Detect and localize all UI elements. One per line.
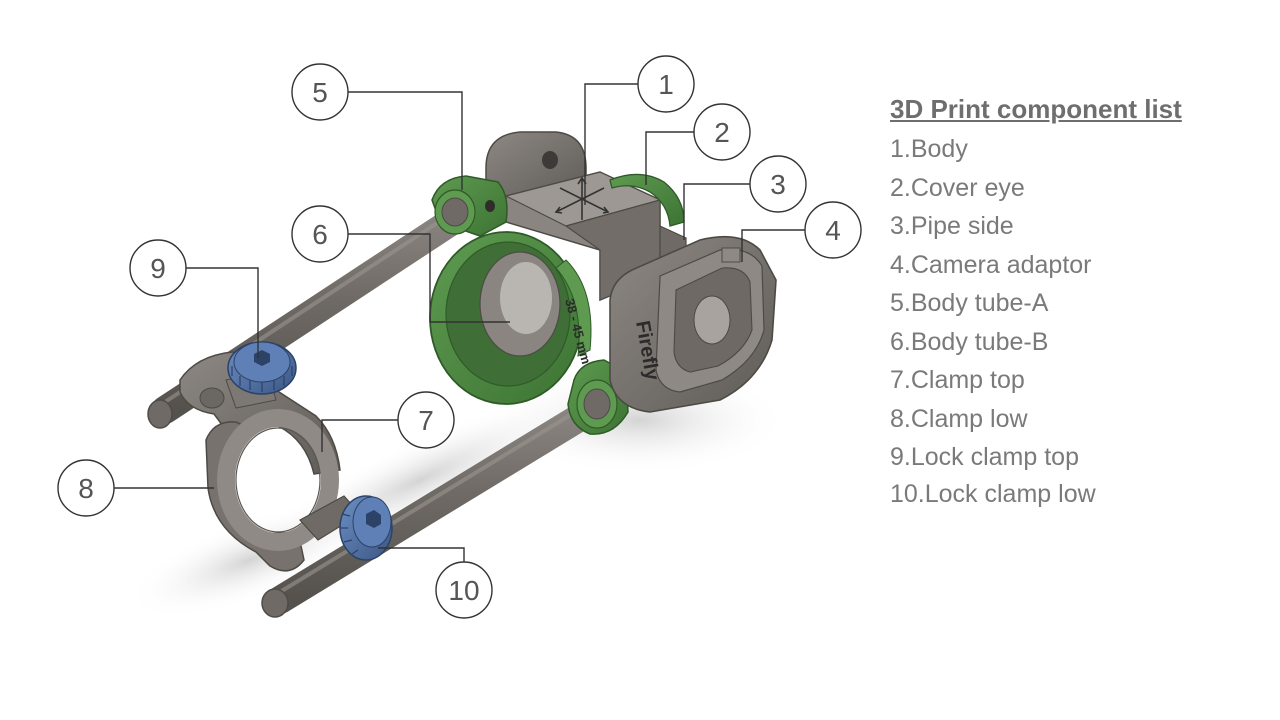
callout-3: 3 <box>749 155 807 213</box>
callout-2: 2 <box>693 103 751 161</box>
svg-text:2: 2 <box>714 117 730 148</box>
callout-7: 7 <box>397 391 455 449</box>
callout-bubbles: 1 2 3 4 5 6 7 8 <box>57 55 862 619</box>
callout-5: 5 <box>291 63 349 121</box>
callout-9: 9 <box>129 239 187 297</box>
svg-text:1: 1 <box>658 69 674 100</box>
leader-line-9 <box>186 267 259 358</box>
callout-8: 8 <box>57 459 115 517</box>
leader-line-7 <box>321 419 398 452</box>
list-item: 8.Clamp low <box>890 404 1028 433</box>
leader-lines <box>114 83 805 591</box>
leader-line-4 <box>741 229 805 262</box>
svg-text:8: 8 <box>78 473 94 504</box>
callout-10: 10 <box>435 561 493 619</box>
list-item: 3.Pipe side <box>890 212 1014 240</box>
camera-adaptor-part: Firefly <box>609 235 777 413</box>
leader-line-5 <box>348 91 463 190</box>
body-tube-b <box>261 391 614 618</box>
list-item: 9.Lock clamp top <box>890 443 1079 471</box>
body-ring: 38 - 45 mm <box>429 231 594 405</box>
list-item: 10.Lock clamp low <box>890 479 1096 508</box>
callout-1: 1 <box>637 55 695 113</box>
component-list: 3D Print component list 1.Body 2.Cover e… <box>890 92 1270 511</box>
svg-text:6: 6 <box>312 219 328 250</box>
lock-clamp-low-knob <box>339 495 393 561</box>
cover-eye-part <box>609 173 685 227</box>
leader-line-2 <box>645 131 694 185</box>
svg-text:5: 5 <box>312 77 328 108</box>
list-item: 2.Cover eye <box>890 173 1025 202</box>
svg-text:3: 3 <box>770 169 786 200</box>
component-list-items: 1.Body 2.Cover eye 3.Pipe side 4.Camera … <box>890 130 1270 511</box>
callout-6: 6 <box>291 205 349 263</box>
callout-4: 4 <box>804 201 862 259</box>
tube-a-collar <box>431 175 508 237</box>
leader-line-1 <box>584 83 638 205</box>
crossed-arrows-icon <box>554 176 610 220</box>
svg-text:4: 4 <box>825 215 841 246</box>
svg-text:10: 10 <box>448 575 479 606</box>
component-list-title: 3D Print component list <box>890 94 1182 124</box>
svg-text:9: 9 <box>150 253 166 284</box>
list-item: 5.Body tube-A <box>890 289 1049 317</box>
leader-line-3 <box>683 183 750 240</box>
list-item: 4.Camera adaptor <box>890 250 1092 279</box>
list-item: 7.Clamp top <box>890 366 1025 394</box>
list-item: 1.Body <box>890 135 968 163</box>
list-item: 6.Body tube-B <box>890 327 1049 356</box>
leader-line-6 <box>348 233 510 323</box>
svg-text:7: 7 <box>418 405 434 436</box>
lock-clamp-top-knob <box>227 341 297 395</box>
